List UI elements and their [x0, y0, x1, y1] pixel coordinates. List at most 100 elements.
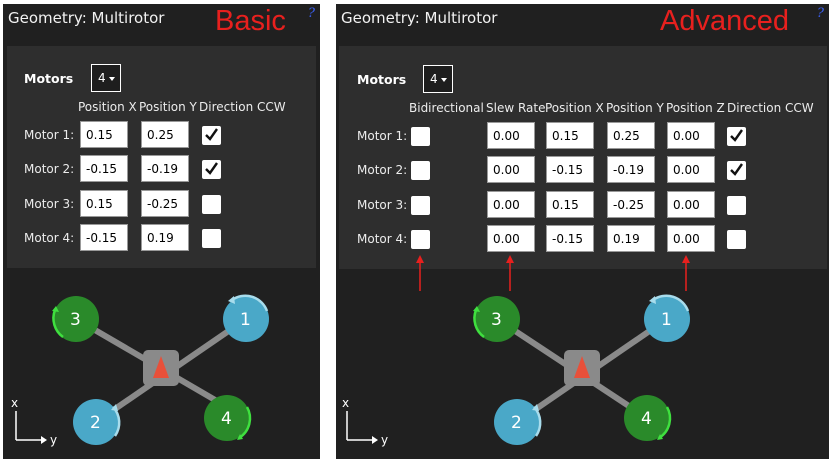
motor-2-position-y-input[interactable]: -0.19	[607, 156, 655, 183]
motor-1-rotor: 1	[223, 294, 269, 342]
motors-label: Motors	[357, 72, 407, 87]
motor-4-ccw-checkbox[interactable]	[202, 229, 221, 248]
motor-4-rotor: 4	[204, 395, 252, 441]
motor-3-rotor: 3	[52, 296, 99, 342]
motor-4-label: Motor 4:	[357, 232, 408, 246]
checkmark-icon	[205, 162, 218, 175]
motor-1-slew-rate-input[interactable]: 0.00	[487, 122, 535, 149]
panel-title: Geometry: Multirotor	[8, 9, 165, 27]
motor-3-ccw-checkbox[interactable]	[202, 195, 221, 214]
motor-4-position-x-input[interactable]: -0.15	[546, 225, 594, 252]
heading-arrow-icon	[153, 356, 169, 378]
column-header-position-z: Position Z	[666, 101, 725, 115]
basic-geometry-panel: Geometry: Multirotor Basic ? Motors 4 Po…	[3, 4, 320, 459]
column-header-position-y: Position Y	[139, 100, 197, 114]
motor-count-dropdown[interactable]: 4	[91, 64, 121, 92]
motor-4-position-z-input[interactable]: 0.00	[667, 225, 715, 252]
motor-3-slew-rate-input[interactable]: 0.00	[487, 191, 535, 218]
motor-2-ccw-checkbox[interactable]	[202, 160, 221, 179]
flight-controller-body	[564, 350, 600, 386]
column-header-direction-ccw: Direction CCW	[199, 100, 286, 114]
column-header-position-y: Position Y	[606, 101, 664, 115]
motor-2-rotor: 2	[494, 399, 542, 445]
motor-2-position-y-input[interactable]: -0.19	[141, 155, 189, 182]
heading-arrow-icon	[574, 356, 590, 378]
motor-4-position-y-input[interactable]: 0.19	[607, 225, 655, 252]
column-header-position-x: Position X	[545, 101, 604, 115]
checkmark-icon	[730, 163, 743, 176]
caret-down-icon	[109, 77, 115, 81]
motor-2-label: Motor 2:	[24, 162, 75, 176]
motor-3-ccw-checkbox[interactable]	[727, 196, 746, 215]
mode-label-advanced: Advanced	[660, 5, 789, 37]
motor-3-position-y-input[interactable]: -0.25	[141, 190, 189, 217]
motor-count-value: 4	[430, 72, 438, 86]
column-header-slew-rate: Slew Rate	[486, 101, 546, 115]
axis-indicator: x y	[11, 396, 57, 447]
motor-2-position-x-input[interactable]: -0.15	[546, 156, 594, 183]
motor-count-dropdown[interactable]: 4	[423, 65, 453, 93]
motor-4-bidirectional-checkbox[interactable]	[411, 230, 430, 249]
motor-1-ccw-checkbox[interactable]	[202, 126, 221, 145]
motor-1-position-x-input[interactable]: 0.15	[80, 121, 128, 148]
motor-2-position-x-input[interactable]: -0.15	[80, 155, 128, 182]
motor-2-rotor: 2	[73, 399, 121, 445]
axis-indicator: x y	[342, 396, 388, 447]
panel-title: Geometry: Multirotor	[341, 9, 498, 27]
motor-3-number: 3	[491, 310, 502, 330]
motor-4-ccw-checkbox[interactable]	[727, 230, 746, 249]
motor-1-position-y-input[interactable]: 0.25	[607, 122, 655, 149]
motor-3-position-x-input[interactable]: 0.15	[546, 191, 594, 218]
column-header-position-x: Position X	[78, 100, 137, 114]
motor-1-number: 1	[661, 310, 672, 330]
axis-y-label: y	[381, 433, 388, 447]
quadcopter-diagram: 3 1 2 4 x y	[342, 294, 690, 447]
motor-1-label: Motor 1:	[357, 129, 408, 143]
motor-3-position-x-input[interactable]: 0.15	[80, 190, 128, 217]
motor-1-label: Motor 1:	[24, 128, 75, 142]
column-header-bidirectional: Bidirectional	[409, 101, 484, 115]
advanced-geometry-panel: Geometry: Multirotor Advanced ? Motors 4…	[336, 4, 829, 459]
motor-4-slew-rate-input[interactable]: 0.00	[487, 225, 535, 252]
motor-2-bidirectional-checkbox[interactable]	[411, 161, 430, 180]
help-question-icon[interactable]: ?	[308, 6, 315, 21]
help-question-icon[interactable]: ?	[817, 6, 824, 21]
annotation-arrow-bidirectional	[416, 255, 424, 291]
motor-3-position-z-input[interactable]: 0.00	[667, 191, 715, 218]
axis-x-label: x	[342, 396, 349, 410]
quadcopter-diagram: 3 1 2 4 x y	[11, 294, 269, 447]
motor-settings-section: Motors 4 Position X Position Y Direction…	[7, 46, 316, 268]
motor-2-number: 2	[511, 413, 522, 433]
motors-label: Motors	[24, 71, 74, 86]
motor-4-position-y-input[interactable]: 0.19	[141, 224, 189, 251]
motor-4-rotor: 4	[624, 395, 672, 441]
caret-down-icon	[441, 78, 447, 82]
motor-3-bidirectional-checkbox[interactable]	[411, 196, 430, 215]
annotation-arrow-position-z	[682, 255, 690, 291]
motor-2-number: 2	[90, 413, 101, 433]
motor-4-label: Motor 4:	[24, 231, 75, 245]
motor-1-position-y-input[interactable]: 0.25	[141, 121, 189, 148]
motor-settings-section: Motors 4 Bidirectional Slew Rate Positio…	[339, 46, 827, 269]
motor-4-number: 4	[641, 409, 652, 429]
motor-2-ccw-checkbox[interactable]	[727, 161, 746, 180]
motor-1-position-z-input[interactable]: 0.00	[667, 122, 715, 149]
motor-3-position-y-input[interactable]: -0.25	[607, 191, 655, 218]
motor-2-position-z-input[interactable]: 0.00	[667, 156, 715, 183]
mode-label-basic: Basic	[215, 5, 286, 37]
motor-count-value: 4	[98, 71, 106, 85]
checkmark-icon	[730, 129, 743, 142]
motor-3-rotor: 3	[473, 296, 520, 342]
annotation-arrow-slew-rate	[506, 255, 514, 291]
motor-2-label: Motor 2:	[357, 163, 408, 177]
motor-2-slew-rate-input[interactable]: 0.00	[487, 156, 535, 183]
motor-4-position-x-input[interactable]: -0.15	[80, 224, 128, 251]
motor-1-bidirectional-checkbox[interactable]	[411, 127, 430, 146]
motor-1-rotor: 1	[644, 294, 690, 342]
motor-3-label: Motor 3:	[24, 197, 75, 211]
motor-1-ccw-checkbox[interactable]	[727, 127, 746, 146]
checkmark-icon	[205, 128, 218, 141]
motor-1-position-x-input[interactable]: 0.15	[546, 122, 594, 149]
motor-4-number: 4	[221, 409, 232, 429]
column-header-direction-ccw: Direction CCW	[727, 101, 814, 115]
